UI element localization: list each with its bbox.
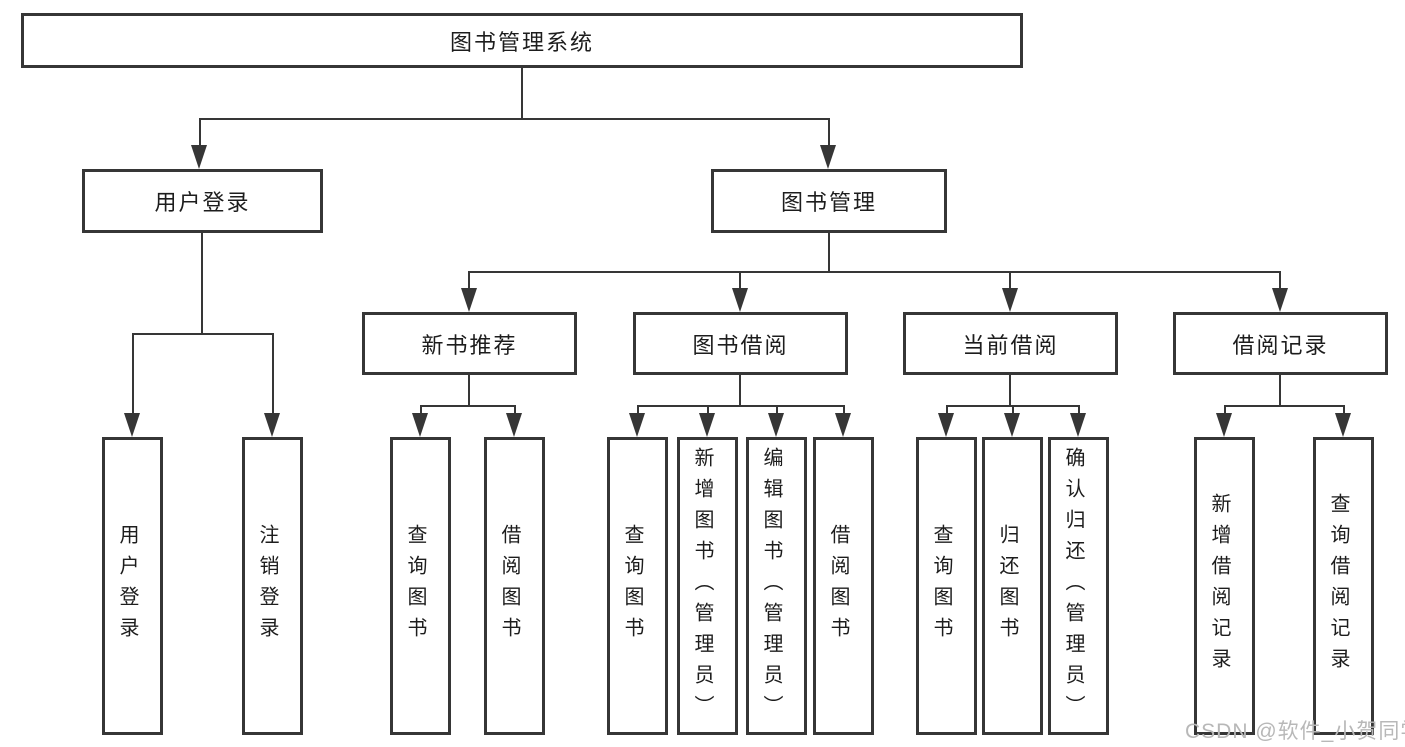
connector-line — [199, 118, 201, 151]
leaf-label: 归还图书 — [996, 524, 1018, 648]
arrow-down-icon — [1002, 288, 1018, 312]
node-user-login: 用户登录 — [82, 169, 323, 233]
node-label: 用户登录 — [154, 190, 251, 215]
node-borrowing-records: 借阅记录 — [1173, 312, 1388, 375]
leaf-label: 查询图书 — [621, 524, 643, 648]
connector-line — [1009, 271, 1011, 294]
csdn-watermark: CSDN @软件_小贺同学 — [1185, 720, 1405, 743]
node-book-borrowing: 图书借阅 — [633, 312, 848, 375]
connector-line — [468, 271, 470, 294]
connector-line — [272, 333, 274, 416]
node-root-system: 图书管理系统 — [21, 13, 1023, 68]
leaf-label: 新增借阅记录 — [1208, 493, 1230, 679]
connector-line — [1343, 405, 1345, 417]
connector-line — [469, 271, 1281, 273]
connector-line — [776, 405, 778, 417]
connector-line — [843, 405, 845, 417]
node-label: 图书管理系统 — [449, 29, 594, 55]
leaf-label: 查询图书 — [404, 524, 426, 648]
leaf-borrow-books: 借阅图书 — [813, 437, 874, 735]
connector-line — [637, 405, 845, 407]
leaf-query-books-recommend: 查询图书 — [390, 437, 451, 735]
connector-line — [199, 118, 830, 120]
arrow-down-icon — [699, 413, 715, 437]
arrow-down-icon — [264, 413, 280, 437]
arrow-down-icon — [768, 413, 784, 437]
leaf-label: 编辑图书（管理员） — [760, 446, 782, 726]
leaf-edit-books-admin: 编辑图书（管理员） — [746, 437, 807, 735]
leaf-logout: 注销登录 — [242, 437, 303, 735]
connector-line — [707, 405, 709, 417]
arrow-down-icon — [412, 413, 428, 437]
leaf-return-books: 归还图书 — [982, 437, 1043, 735]
leaf-label: 查询借阅记录 — [1327, 493, 1349, 679]
connector-line — [468, 375, 470, 407]
connector-line — [1012, 405, 1014, 417]
connector-line — [828, 118, 830, 151]
connector-line — [739, 271, 741, 294]
connector-line — [828, 233, 830, 273]
leaf-label: 新增图书（管理员） — [691, 446, 713, 726]
connector-line — [132, 333, 134, 416]
node-label: 借阅记录 — [1232, 332, 1329, 358]
arrow-down-icon — [1004, 413, 1020, 437]
node-current-borrowing: 当前借阅 — [903, 312, 1118, 375]
arrow-down-icon — [461, 288, 477, 312]
connector-line — [1279, 271, 1281, 294]
leaf-label: 借阅图书 — [827, 524, 849, 648]
node-book-management: 图书管理 — [711, 169, 947, 233]
leaf-label: 用户登录 — [116, 524, 138, 648]
node-label: 图书管理 — [780, 190, 877, 215]
connector-line — [201, 233, 203, 334]
arrow-down-icon — [191, 145, 207, 169]
leaf-user-login: 用户登录 — [102, 437, 163, 735]
node-label: 当前借阅 — [962, 332, 1059, 358]
connector-line — [1279, 375, 1281, 407]
connector-line — [521, 68, 523, 120]
connector-line — [420, 405, 422, 417]
node-label: 图书借阅 — [692, 332, 789, 358]
arrow-down-icon — [835, 413, 851, 437]
leaf-confirm-return-admin: 确认归还（管理员） — [1048, 437, 1109, 735]
leaf-label: 借阅图书 — [498, 524, 520, 648]
node-new-book-recommend: 新书推荐 — [362, 312, 577, 375]
leaf-add-borrow-record: 新增借阅记录 — [1194, 437, 1255, 735]
arrow-down-icon — [732, 288, 748, 312]
arrow-down-icon — [1335, 413, 1351, 437]
leaf-query-books-current: 查询图书 — [916, 437, 977, 735]
leaf-borrow-books-recommend: 借阅图书 — [484, 437, 545, 735]
arrow-down-icon — [820, 145, 836, 169]
leaf-query-borrow-record: 查询借阅记录 — [1313, 437, 1374, 735]
arrow-down-icon — [1272, 288, 1288, 312]
arrow-down-icon — [1070, 413, 1086, 437]
arrow-down-icon — [629, 413, 645, 437]
connector-line — [1224, 405, 1226, 417]
leaf-label: 注销登录 — [256, 524, 278, 648]
arrow-down-icon — [124, 413, 140, 437]
leaf-add-books-admin: 新增图书（管理员） — [677, 437, 738, 735]
leaf-label: 确认归还（管理员） — [1062, 446, 1084, 726]
connector-line — [1224, 405, 1345, 407]
connector-line — [420, 405, 516, 407]
node-label: 新书推荐 — [421, 332, 518, 358]
leaf-label: 查询图书 — [930, 524, 952, 648]
arrow-down-icon — [506, 413, 522, 437]
connector-line — [739, 375, 741, 407]
connector-line — [1009, 375, 1011, 407]
connector-line — [514, 405, 516, 417]
connector-line — [132, 333, 274, 335]
arrow-down-icon — [938, 413, 954, 437]
connector-line — [637, 405, 639, 417]
connector-line — [1078, 405, 1080, 417]
arrow-down-icon — [1216, 413, 1232, 437]
connector-line — [946, 405, 948, 417]
leaf-query-books-borrow: 查询图书 — [607, 437, 668, 735]
